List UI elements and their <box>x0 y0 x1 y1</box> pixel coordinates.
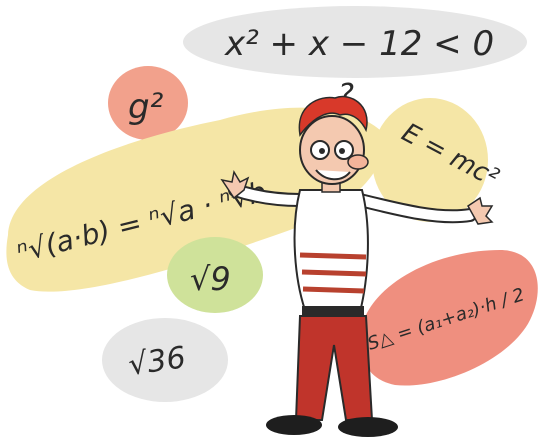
g-squared-bubble <box>108 66 188 140</box>
area-bubble <box>360 250 538 386</box>
cartoon-professor-icon <box>220 95 494 437</box>
g-squared-formula: g² <box>128 87 164 127</box>
quadratic-bubble <box>183 6 527 78</box>
quadratic-formula: x² + x − 12 < 0 <box>224 24 494 64</box>
sqrt-36-bubble <box>102 318 228 402</box>
root-product-bubble <box>6 107 384 292</box>
sqrt-nine-formula: √9 <box>190 260 231 298</box>
sqrt-nine-bubble <box>167 237 263 313</box>
energy-bubble <box>372 98 488 222</box>
sqrt-36-formula: √36 <box>126 340 188 383</box>
